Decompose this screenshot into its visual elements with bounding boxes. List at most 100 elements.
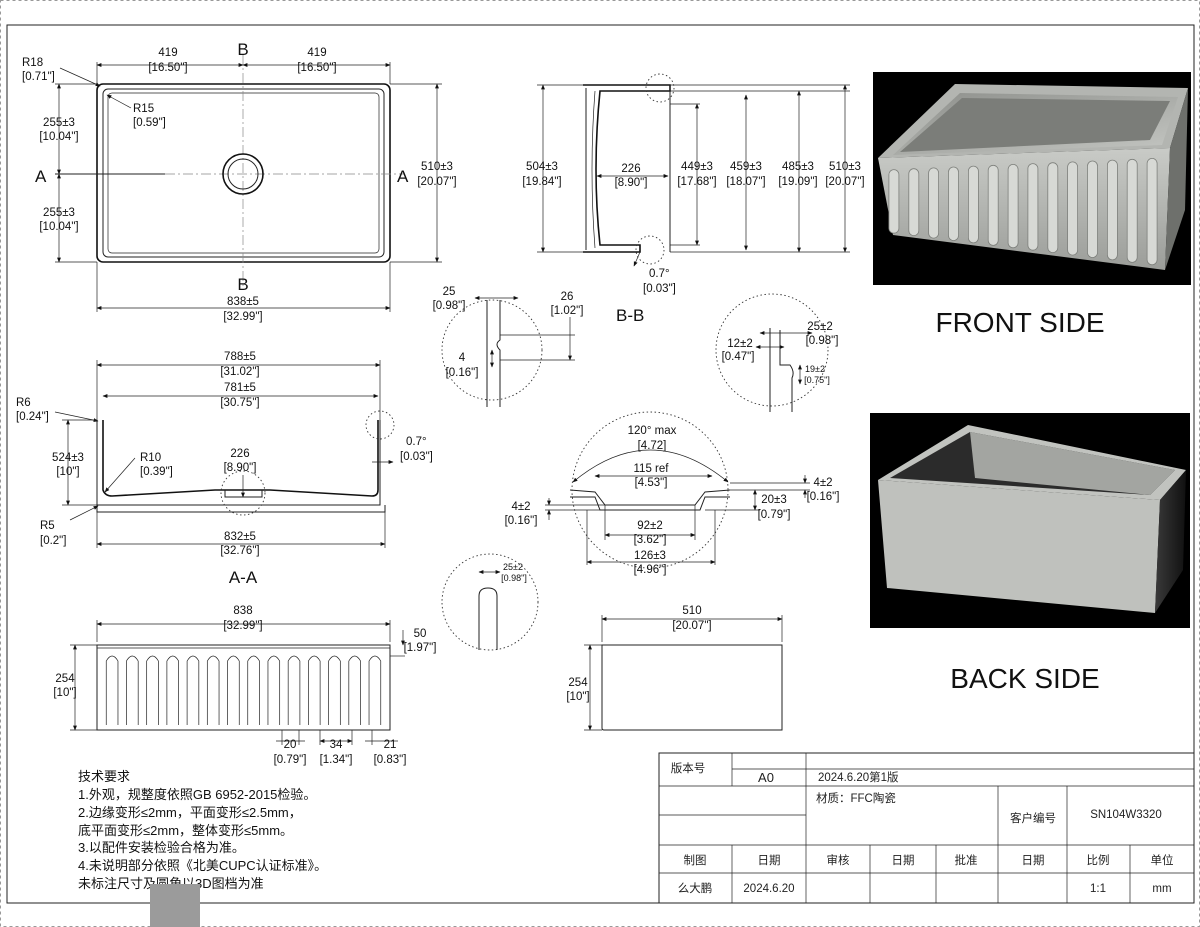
apron-flute	[206, 655, 220, 725]
dim-255-bottom-in: [10.04"]	[39, 221, 78, 233]
dim-419-right: 419	[307, 47, 326, 59]
dim-12-rim-in: [0.47"]	[722, 351, 755, 363]
render-flute	[1146, 157, 1158, 266]
dim-4-drain-a: 4±2	[511, 501, 530, 513]
render-flute	[908, 168, 920, 236]
dim-20-drain-in: [0.79"]	[758, 509, 791, 521]
dim-20-drain: 20±3	[761, 494, 787, 506]
section-aa: 788±5 [31.02"] 781±5 [30.75"] R6 [0.24"]…	[16, 351, 433, 587]
dim-226-aa: 226	[230, 448, 249, 460]
render-flute	[1007, 163, 1019, 249]
dim-510-bb: 510±3	[829, 161, 861, 173]
dim-25-rim-in: [0.98"]	[806, 335, 839, 347]
apron-flute	[166, 655, 179, 725]
front-side-label: FRONT SIDE	[935, 307, 1104, 338]
dim-781: 781±5	[224, 382, 256, 394]
dim-92: 92±2	[637, 520, 663, 532]
dim-255-top: 255±3	[43, 117, 75, 129]
apron-flutes	[105, 655, 382, 725]
render-flute	[1027, 163, 1039, 251]
detail-drain: 120° max [4.72] 115 ref [4.53"] 4±2 [0.1…	[505, 411, 839, 576]
dim-26-lip-in: [1.02"]	[551, 305, 584, 317]
drawn-by: 么大鹏	[678, 881, 713, 895]
render-flute	[1087, 160, 1098, 258]
angle-aa: 0.7°	[406, 436, 427, 448]
dim-838-front-in: [32.99"]	[223, 620, 262, 632]
dim-419-left: 419	[158, 47, 177, 59]
apron-flute	[146, 655, 159, 725]
dim-419-right-in: [16.50"]	[297, 62, 336, 74]
render-flutes	[888, 157, 1158, 266]
render-flute	[1107, 159, 1118, 261]
technical-notes: 技术要求 1.外观，规整度依照GB 6952-2015检验。 2.边缘变形≤2m…	[78, 769, 327, 891]
dim-510-side-in: [20.07"]	[672, 620, 711, 632]
dim-25-small-in: [0.98"]	[501, 573, 527, 583]
apron-flute	[247, 655, 260, 725]
dim-504-in: [19.84"]	[522, 176, 561, 188]
unit-label: 单位	[1151, 853, 1174, 867]
dim-4-lip: 4	[459, 352, 466, 364]
radius-r6-in: [0.24"]	[16, 411, 49, 423]
dim-126: 126±3	[634, 550, 666, 562]
version-desc: 2024.6.20第1版	[818, 770, 899, 784]
angle-drain: 120° max	[628, 425, 677, 437]
dim-510-side: 510	[682, 605, 701, 617]
dim-459: 459±3	[730, 161, 762, 173]
dim-838-plan-in: [32.99"]	[223, 311, 262, 323]
render-flute	[1067, 161, 1078, 256]
radius-r18-in: [0.71"]	[22, 71, 55, 83]
render-front	[873, 72, 1191, 285]
customer-number: SN104W3320	[1090, 809, 1162, 821]
apron-flute	[186, 655, 200, 725]
render-flute	[948, 166, 959, 241]
apron-flute	[308, 655, 321, 725]
section-marker-a-left: A	[35, 167, 47, 186]
dim-449-in: [17.68"]	[677, 176, 716, 188]
angle-aa-in: [0.03"]	[400, 451, 433, 463]
detail-rim-right: 12±2 [0.47"] 25±2 [0.98"] 19±2 [0.75"]	[715, 293, 839, 412]
back-side-label: BACK SIDE	[950, 663, 1099, 694]
angle-bb: 0.7°	[649, 268, 670, 280]
dim-226-bb: 226	[621, 163, 640, 175]
scale-value: 1:1	[1090, 883, 1106, 895]
dim-485: 485±3	[782, 161, 814, 173]
dim-34-flute: 34	[330, 739, 343, 751]
note-line: 2.边缘变形≤2mm，平面变形≤2.5mm，	[78, 805, 302, 820]
dim-4-drain-b: 4±2	[813, 477, 832, 489]
unit-value: mm	[1152, 883, 1171, 895]
dim-21-flute: 21	[384, 739, 397, 751]
dim-19-rim: 19±2	[805, 364, 825, 374]
title-block: 版本号 A0 2024.6.20第1版 材质：FFC陶瓷 客户编号 SN104W…	[658, 752, 1195, 904]
review-label: 审核	[827, 853, 850, 867]
radius-r15-in: [0.59"]	[133, 117, 166, 129]
approve-label: 批准	[955, 853, 978, 867]
dim-25-rim: 25±2	[807, 321, 833, 333]
dim-832-in: [32.76"]	[220, 545, 259, 557]
angle-bb-in: [0.03"]	[643, 283, 676, 295]
dim-788: 788±5	[224, 351, 256, 363]
dim-20-flute-in: [0.79"]	[274, 754, 307, 766]
apron-flute	[227, 655, 240, 725]
dim-25-small: 25±2	[503, 562, 523, 572]
section-marker-b-top: B	[237, 40, 248, 59]
notes-title: 技术要求	[78, 769, 130, 784]
dim-254-side-in: [10"]	[566, 691, 589, 703]
radius-r15: R15	[133, 103, 154, 115]
dim-781-in: [30.75"]	[220, 397, 259, 409]
render-flute	[888, 169, 900, 234]
dim-25-lip-in: [0.98"]	[433, 300, 466, 312]
detail-lip-left: 25 [0.98"] 26 [1.02"] 4 [0.16"]	[433, 286, 584, 407]
dim-92-in: [3.62"]	[634, 534, 667, 546]
radius-r10-in: [0.39"]	[140, 466, 173, 478]
dim-524: 524±3	[52, 452, 84, 464]
date-label: 日期	[758, 854, 781, 867]
section-marker-b-bottom: B	[237, 275, 248, 294]
detail-small-top: 25±2 [0.98"]	[441, 553, 539, 651]
dim-12-rim: 12±2	[727, 338, 753, 350]
dim-50-in: [1.97"]	[404, 642, 437, 654]
drawn-label: 制图	[684, 854, 707, 867]
dim-25-lip: 25	[443, 286, 456, 298]
note-line: 4.未说明部分依照《北美CUPC认证标准》。	[78, 858, 327, 873]
radius-r18: R18	[22, 57, 43, 69]
